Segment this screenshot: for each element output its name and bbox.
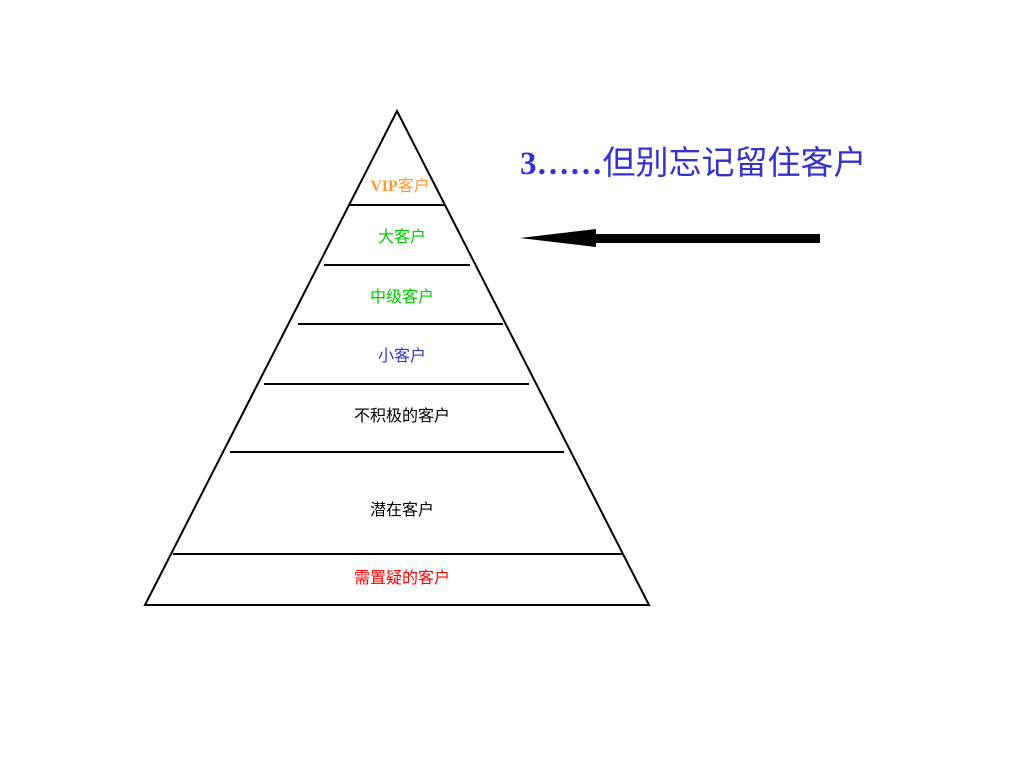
tier-label-inactive: 不积极的客户	[353, 406, 450, 425]
arrow-head	[520, 229, 596, 247]
tier-label-medium: 中级客户	[369, 287, 434, 306]
slide-title: 3……但别忘记留住客户	[520, 140, 1000, 190]
slide-title-text: 但别忘记留住客户	[602, 143, 867, 182]
slide-title-number: 3……	[520, 146, 603, 182]
tier-label-vip-latin: VIP	[370, 178, 398, 195]
tier-label-large: 大客户	[377, 227, 426, 246]
arrow-shaft	[590, 234, 820, 243]
tier-label-potential: 潜在客户	[369, 500, 434, 519]
tier-label-small: 小客户	[377, 346, 426, 365]
pyramid-outline	[143, 108, 651, 606]
tier-label-questionable: 需置疑的客户	[353, 568, 450, 587]
tier-label-vip: VIP客户	[310, 176, 490, 197]
tier-label-vip-text: 客户	[397, 176, 430, 195]
